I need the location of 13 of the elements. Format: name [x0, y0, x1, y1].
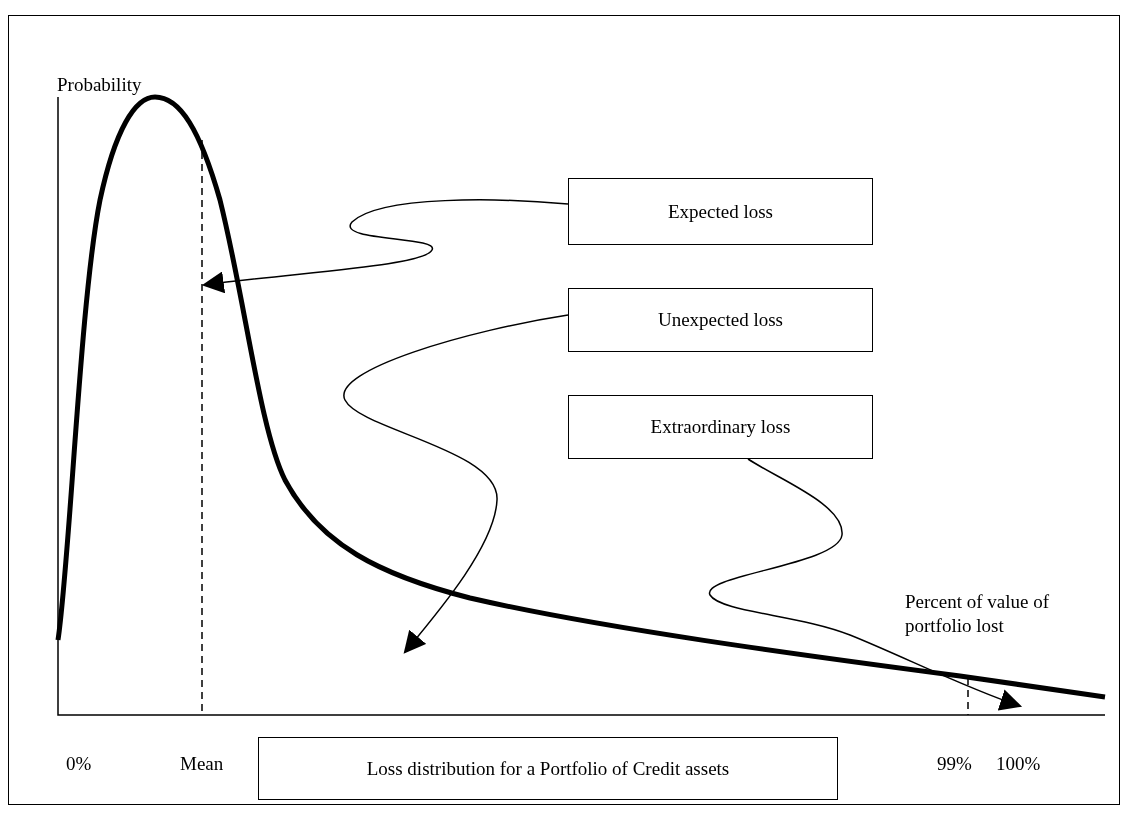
axis-label: Percent of value of portfolio lost	[905, 590, 1051, 638]
tick-label: 0%	[66, 752, 92, 776]
tick-label: Mean	[180, 752, 224, 776]
callout-box: Unexpected loss	[568, 288, 873, 352]
tick-label: 99%	[937, 752, 972, 776]
arrow	[709, 458, 1023, 711]
axis-label: Probability	[57, 73, 142, 97]
tick-label: 100%	[996, 752, 1041, 776]
callout-box: Extraordinary loss	[568, 395, 873, 459]
caption-box: Loss distribution for a Portfolio of Credit assets	[258, 737, 838, 800]
callout-box: Expected loss	[568, 178, 873, 245]
arrow	[343, 314, 569, 654]
arrow	[201, 199, 569, 294]
